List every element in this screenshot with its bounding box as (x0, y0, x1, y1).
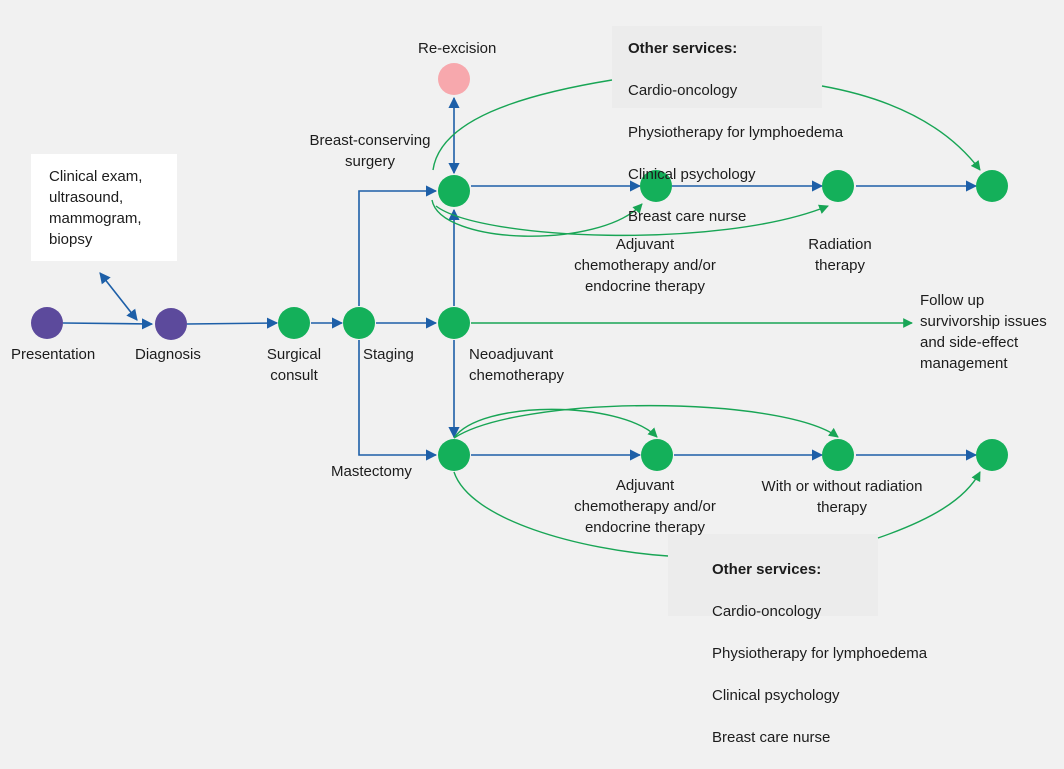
node-adjuvant-bottom (641, 439, 673, 471)
label-adjuvant-top: Adjuvant chemotherapy and/or endocrine t… (574, 236, 716, 295)
services-bottom-item: Cardio-oncology (712, 603, 822, 620)
diagnostic-tests-box: Clinical exam, ultrasound, mammogram, bi… (31, 154, 177, 261)
arrow-box-diagnosis (99, 272, 138, 321)
arrow-presentation-diagnosis (62, 318, 154, 330)
breast-cancer-care-pathway: Clinical exam, ultrasound, mammogram, bi… (11, 17, 1047, 746)
node-staging (343, 307, 375, 339)
arrow-mast-adjuvant-curve (453, 408, 658, 439)
diagnostic-tests-text: Clinical exam, ultrasound, mammogram, bi… (49, 168, 143, 248)
node-mastectomy (438, 439, 470, 471)
node-adjuvant-top (640, 170, 672, 202)
services-top-item: Physiotherapy for lymphoedema (628, 124, 844, 141)
arrow-bcs-adjuvant-curve (431, 199, 643, 237)
arrow-staging-bcs (358, 185, 438, 306)
label-staging: Staging (363, 346, 414, 363)
node-radiation (822, 170, 854, 202)
arrow-services-top (432, 79, 980, 170)
services-top-item: Breast care nurse (628, 208, 747, 225)
label-radiation: Radiation therapy (808, 236, 872, 274)
arrow-mast-radiation-curve (453, 404, 839, 439)
services-top-title: Other services: (628, 40, 738, 57)
services-bottom-title: Other services: (712, 561, 822, 578)
node-neoadjuvant (438, 307, 470, 339)
node-end-bottom (976, 439, 1008, 471)
services-bottom: Other services: Cardio-oncology Physioth… (712, 538, 927, 769)
services-bottom-item: Physiotherapy for lymphoedema (712, 645, 928, 662)
arrow-diagnosis-surgical (186, 317, 279, 329)
services-bottom-item: Breast care nurse (712, 729, 831, 746)
services-top: Other services: Cardio-oncology Physioth… (628, 17, 843, 248)
label-neoadjuvant: Neoadjuvant chemotherapy (469, 346, 565, 384)
node-re-excision (438, 63, 470, 95)
label-adjuvant-bottom: Adjuvant chemotherapy and/or endocrine t… (574, 477, 716, 536)
services-top-item: Clinical psychology (628, 166, 756, 183)
label-follow-up: Follow up survivorship issues and side-e… (920, 292, 1047, 372)
arrow-services-bottom (453, 472, 980, 557)
label-mastectomy: Mastectomy (331, 463, 412, 480)
label-surgical-consult: Surgical consult (266, 346, 322, 384)
services-panel-bottom (668, 534, 878, 616)
label-re-excision: Re-excision (418, 40, 497, 57)
node-end-top (976, 170, 1008, 202)
services-top-item: Cardio-oncology (628, 82, 738, 99)
services-bottom-item: Clinical psychology (712, 687, 840, 704)
node-with-without-radiation (822, 439, 854, 471)
label-breast-conserving: Breast-conserving surgery (309, 132, 431, 170)
label-presentation: Presentation (11, 346, 96, 363)
label-with-without-radiation: With or without radiation therapy (761, 478, 923, 516)
node-diagnosis (155, 308, 187, 340)
services-panel-top (612, 26, 822, 108)
node-presentation (31, 307, 63, 339)
node-breast-conserving (438, 175, 470, 207)
arrow-staging-mastectomy (358, 340, 438, 461)
pathway-diagram (31, 63, 1008, 557)
label-diagnosis: Diagnosis (135, 346, 201, 363)
arrow-bcs-radiation-curve (435, 204, 829, 237)
node-surgical-consult (278, 307, 310, 339)
